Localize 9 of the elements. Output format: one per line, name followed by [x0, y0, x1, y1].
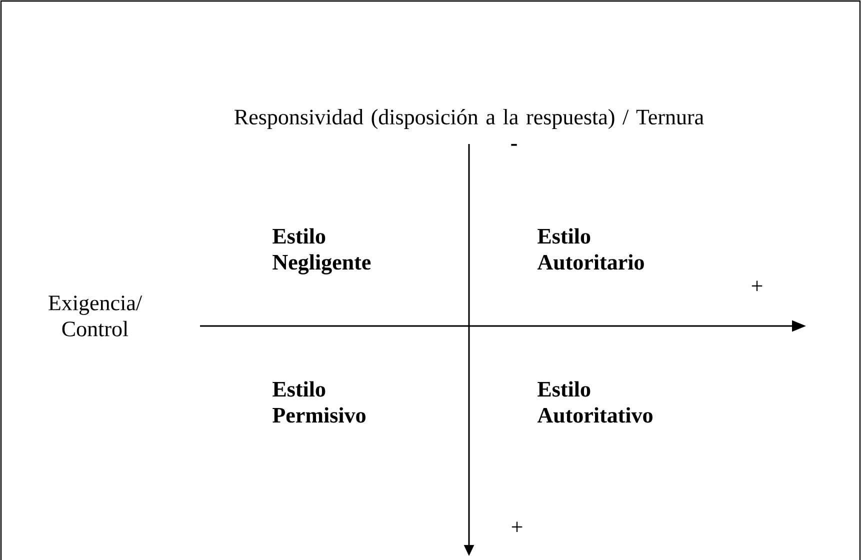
- quadrant-label: Estilo Autoritativo: [537, 381, 652, 423]
- sign-label: -: [511, 144, 517, 146]
- sign-label: +: [512, 522, 522, 532]
- quadrant-label: Estilo Negligente: [272, 228, 371, 274]
- quadrant-label: Estilo Permisivo: [272, 381, 366, 423]
- axis-title: Responsividad (disposición a la respuesta) / Ternura: [234, 109, 704, 129]
- axis-title: Exigencia/ Control: [48, 296, 142, 336]
- quadrant-label: Estilo Autoritario: [537, 228, 644, 270]
- sign-label: +: [752, 280, 762, 292]
